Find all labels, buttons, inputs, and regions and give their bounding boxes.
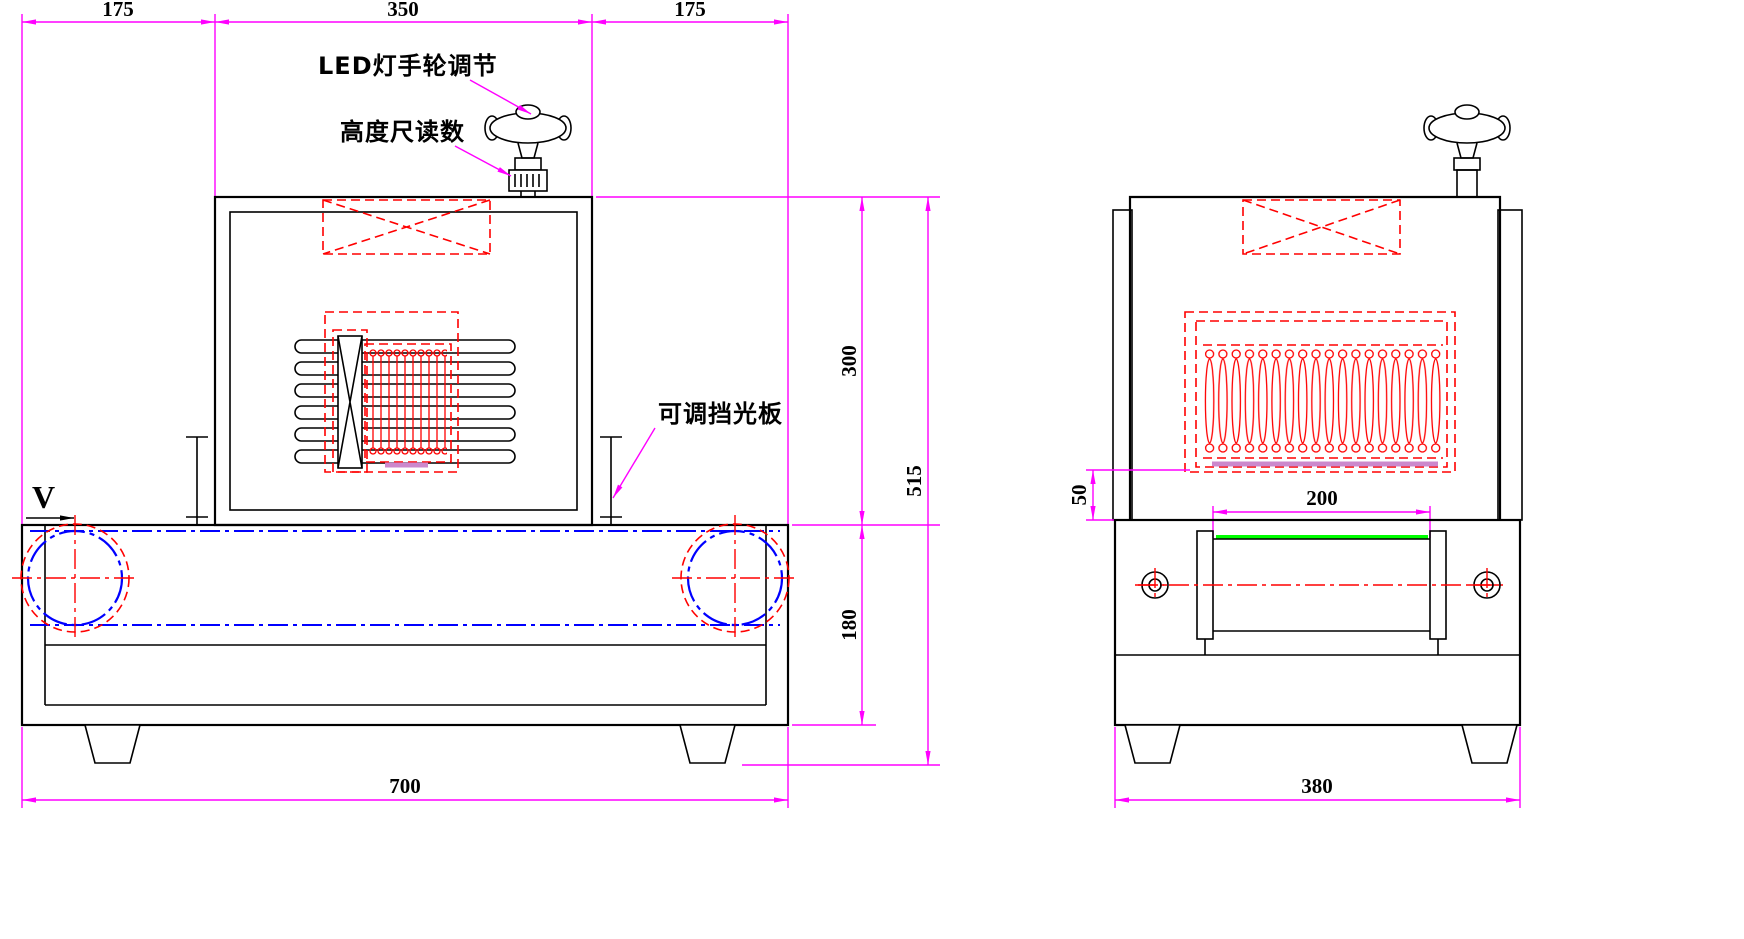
velocity-symbol: V <box>26 479 74 521</box>
module-box <box>364 343 452 463</box>
label-height-gauge: 高度尺读数 <box>340 118 465 146</box>
roller-drum <box>1213 538 1430 632</box>
led-module <box>324 311 459 473</box>
vent-outline <box>322 199 491 255</box>
foot <box>678 724 737 764</box>
dim-200: 200 <box>1306 486 1338 510</box>
conveyor-base <box>20 523 790 727</box>
extension-lines <box>1086 469 1190 521</box>
roller-right-centerlines <box>672 515 798 641</box>
front-feet <box>83 724 737 764</box>
dim-700: 700 <box>389 774 421 798</box>
dim-515: 515 <box>902 465 926 497</box>
leader-light-shield <box>612 427 656 499</box>
handwheel-stem <box>517 142 539 159</box>
dim-380: 380 <box>1301 774 1333 798</box>
module-outer <box>324 311 459 473</box>
lift-column-cross <box>337 335 363 469</box>
foot <box>83 724 142 764</box>
velocity-label: V <box>32 479 55 515</box>
front-right-dimensions: 300 180 515 <box>596 196 940 766</box>
side-panel-right <box>1497 209 1523 521</box>
vent-cross <box>322 199 491 255</box>
gauge-body <box>508 169 548 192</box>
housing-inner <box>229 211 578 511</box>
dim-180: 180 <box>837 609 861 641</box>
vent-cross <box>1242 199 1401 255</box>
foot <box>1123 724 1182 764</box>
side-led-module <box>1184 311 1456 473</box>
front-bottom-dimension: 700 <box>21 727 789 808</box>
base-inner <box>44 525 767 706</box>
base-frame <box>1115 639 1520 656</box>
light-shield-brackets <box>186 436 622 525</box>
callouts: LED灯手轮调节 高度尺读数 可调挡光板 <box>318 52 783 499</box>
gap-dimension: 50 <box>1067 469 1190 521</box>
front-top-dimensions: 175 350 175 <box>21 0 789 525</box>
handwheel-hub <box>1454 104 1480 120</box>
dim-350: 350 <box>387 0 419 21</box>
stem-lower <box>1456 169 1478 198</box>
side-fan-vent <box>1242 199 1401 255</box>
foot <box>1460 724 1519 764</box>
vent-outline <box>1242 199 1401 255</box>
extension-lines <box>1212 506 1431 538</box>
belt-dimension: 200 <box>1212 486 1431 538</box>
module-outer <box>1184 311 1456 473</box>
bracket-left <box>186 436 208 525</box>
gauge-ticks <box>514 174 540 187</box>
coil-rails <box>1203 344 1443 459</box>
module-inner <box>1195 320 1448 468</box>
extension-lines <box>21 727 789 808</box>
extension-lines <box>596 196 940 766</box>
dim-300: 300 <box>837 345 861 377</box>
label-led-handwheel: LED灯手轮调节 <box>318 52 498 80</box>
extension-lines <box>1114 727 1521 808</box>
leader-led-handwheel <box>469 79 532 115</box>
column-box <box>332 329 368 473</box>
rollers <box>12 515 798 641</box>
stem-block <box>1453 157 1481 171</box>
dim-50: 50 <box>1067 485 1091 506</box>
roller-left-centerlines <box>12 515 138 641</box>
side-view: 50 200 <box>1067 104 1523 808</box>
bolt-right-centerlines <box>1470 568 1504 602</box>
led-coils <box>1203 348 1443 454</box>
housing-outline <box>1128 195 1502 520</box>
handwheel-stem <box>1456 142 1478 159</box>
label-light-shield: 可调挡光板 <box>658 400 783 428</box>
bolt-left-centerlines <box>1138 568 1172 602</box>
gauge-stem <box>520 191 536 197</box>
handwheel <box>484 104 572 171</box>
bracket-right <box>600 436 622 525</box>
height-gauge <box>508 169 548 197</box>
stem-block <box>514 157 542 171</box>
base-outer <box>20 523 790 727</box>
side-conveyor-base <box>1113 518 1522 764</box>
dim-175-left: 175 <box>102 0 134 21</box>
base-outer <box>1113 518 1522 727</box>
side-roller <box>1135 530 1504 640</box>
fan-vent <box>322 199 491 255</box>
dim-175-right: 175 <box>674 0 706 21</box>
side-bottom-dimension: 380 <box>1114 727 1521 808</box>
leader-height-gauge <box>454 145 512 177</box>
side-handwheel <box>1423 104 1511 198</box>
front-view: 175 350 175 <box>12 0 940 808</box>
led-coils <box>369 348 447 456</box>
